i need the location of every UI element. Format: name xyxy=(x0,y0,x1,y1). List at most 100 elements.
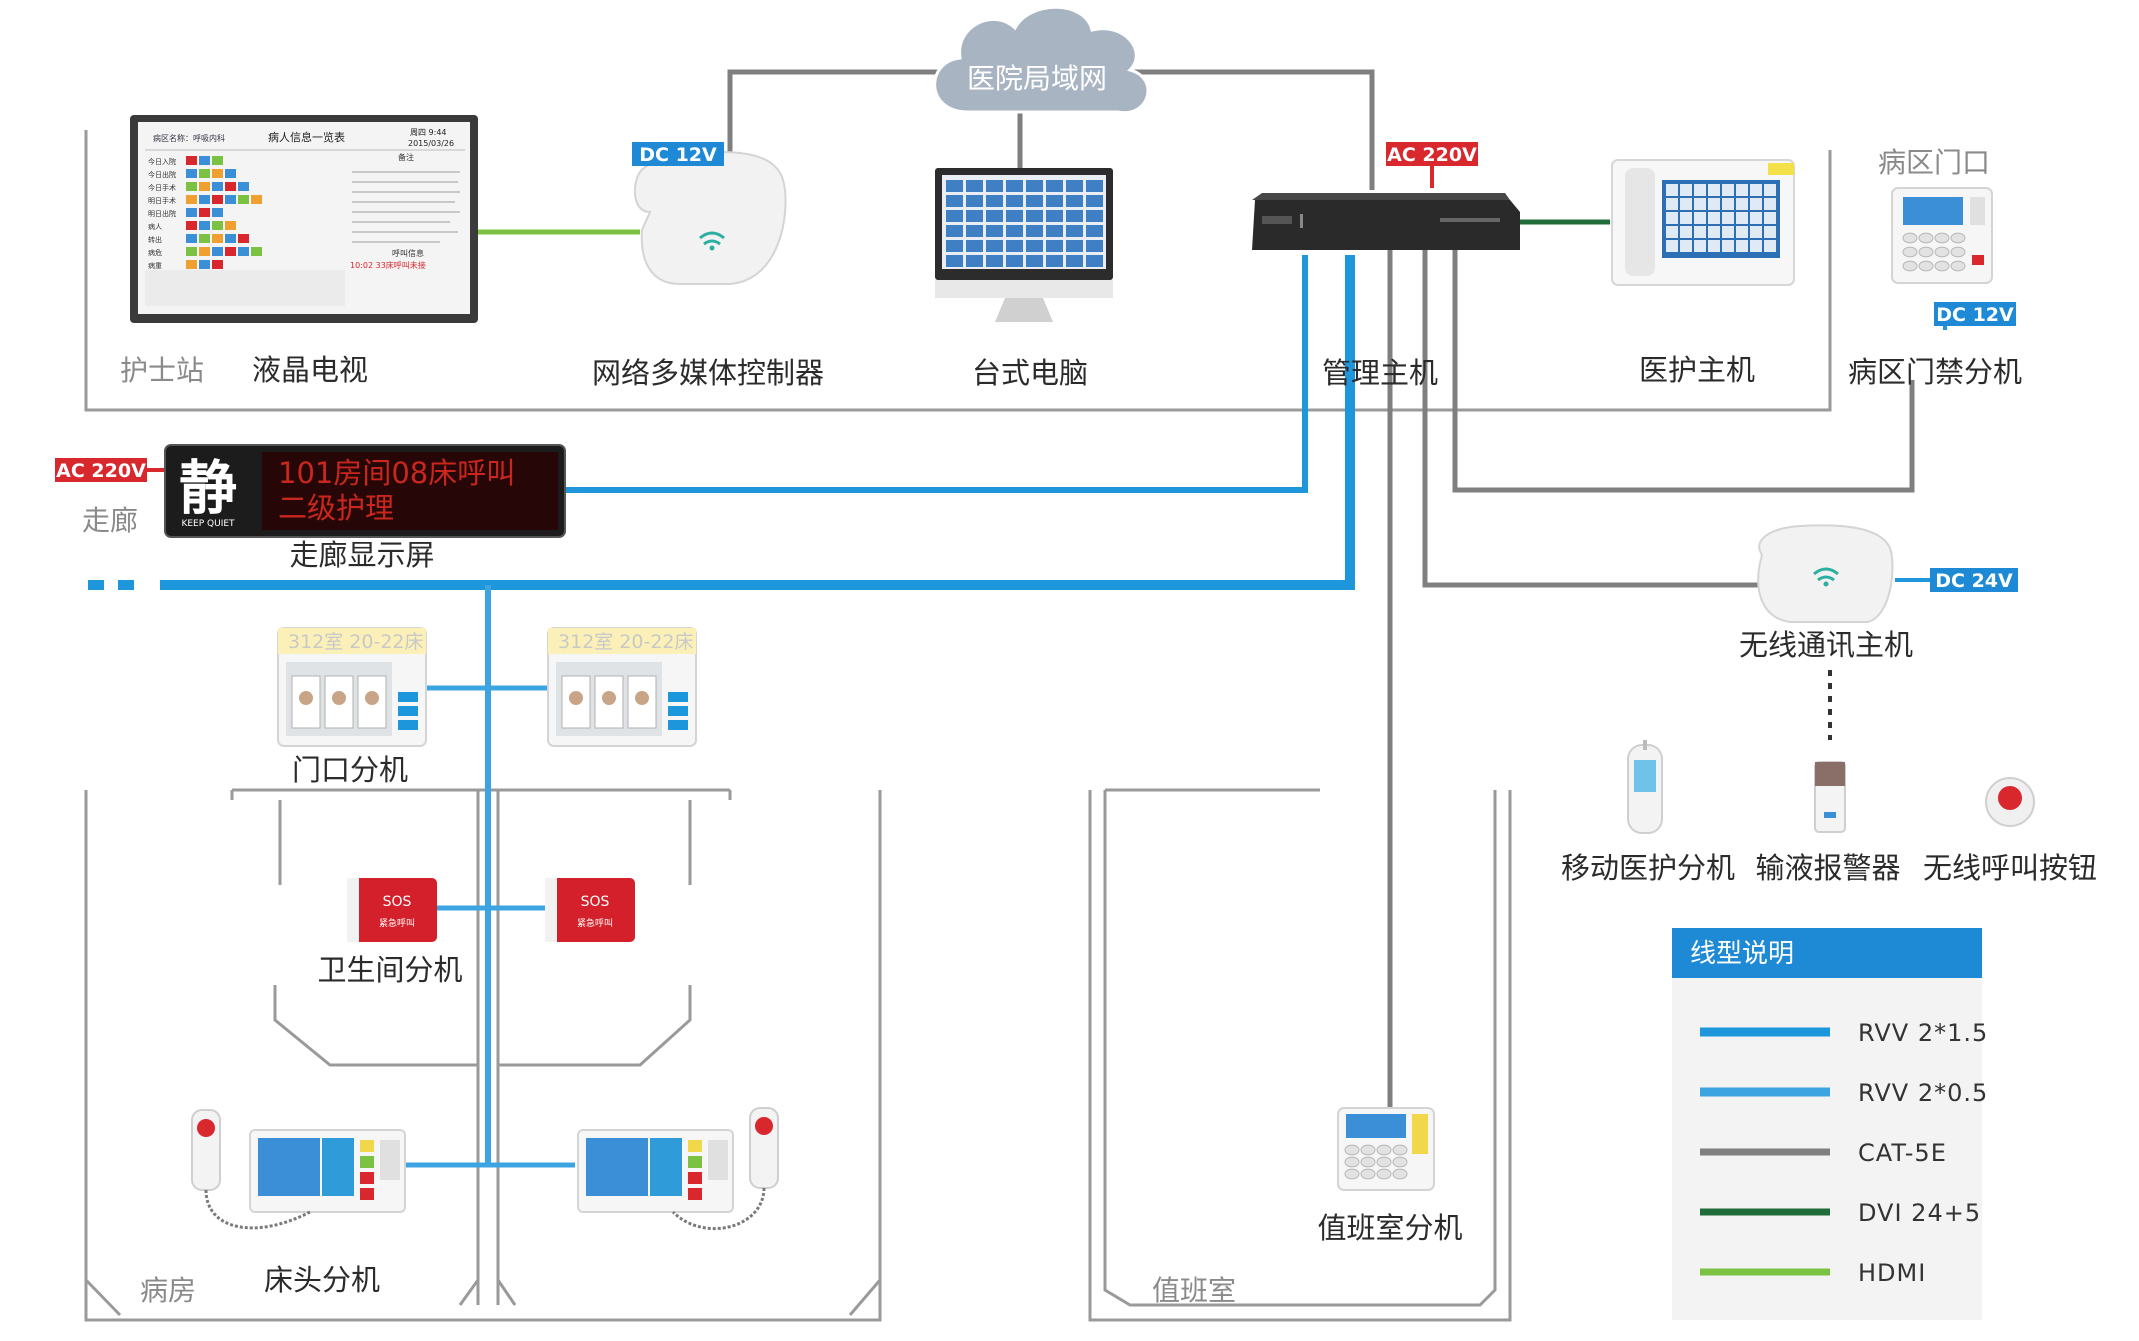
screen-cell xyxy=(1006,240,1023,252)
lcd-cell xyxy=(186,195,197,204)
screen-cell xyxy=(966,225,983,237)
lcd-cell xyxy=(199,182,210,191)
screen-cell xyxy=(1026,180,1043,192)
screen-cell xyxy=(1666,184,1678,196)
key xyxy=(1360,1168,1376,1180)
key xyxy=(1950,232,1966,244)
key xyxy=(1902,232,1918,244)
screen-cell xyxy=(1722,212,1734,224)
cable-display xyxy=(565,255,1308,493)
power-tag-wireless: DC 24V xyxy=(1930,568,2018,592)
lcd-cell xyxy=(238,182,249,191)
lcd-cell xyxy=(199,260,210,269)
label-management-host: 管理主机 xyxy=(1322,356,1438,390)
lcd-tv: 病区名称：呼吸内科 病人信息一览表 周四 9:44 2015/03/26 今日入… xyxy=(130,115,478,323)
key xyxy=(1934,246,1950,258)
screen-cell xyxy=(1066,210,1083,222)
label-mobile-handset: 移动医护分机 xyxy=(1561,851,1735,885)
lcd-cell xyxy=(251,195,262,204)
screen-cell xyxy=(1694,184,1706,196)
screen-cell xyxy=(1006,180,1023,192)
screen-cell xyxy=(1764,240,1776,252)
label-door-extension: 门口分机 xyxy=(292,753,408,787)
wireless-button xyxy=(1985,777,2035,827)
screen-cell xyxy=(1708,212,1720,224)
ward-wall-outer xyxy=(84,790,882,1322)
screen-cell xyxy=(946,240,963,252)
call-handle xyxy=(191,1109,311,1230)
sos-sub: 紧急呼叫 xyxy=(379,917,415,929)
label-wireless-button: 无线呼叫按钮 xyxy=(1923,851,2097,885)
screen-cell xyxy=(1066,255,1083,267)
screen-cell xyxy=(946,255,963,267)
label-bedside-extension: 床头分机 xyxy=(264,1263,380,1297)
lcd-date: 2015/03/26 xyxy=(408,139,454,148)
media-controller xyxy=(633,150,787,285)
lcd-cell xyxy=(199,156,210,165)
lcd-row-label: 今日手术 xyxy=(148,183,176,192)
lcd-row-label: 病危 xyxy=(148,248,162,257)
legend-title: 线型说明 xyxy=(1690,939,1794,969)
screen-cell xyxy=(1764,184,1776,196)
label-media-controller: 网络多媒体控制器 xyxy=(592,356,824,390)
pc-screen-grid xyxy=(946,180,1103,267)
legend-item-label: HDMI xyxy=(1858,1259,1926,1287)
label-infusion-alarm: 输液报警器 xyxy=(1755,851,1900,885)
lcd-row-label: 转出 xyxy=(148,235,162,244)
screen-cell xyxy=(1722,184,1734,196)
sos-label: SOS xyxy=(383,894,412,910)
screen-cell xyxy=(1046,225,1063,237)
label-desktop-pc: 台式电脑 xyxy=(972,356,1088,390)
lcd-cell xyxy=(225,221,236,230)
lcd-cell xyxy=(186,260,197,269)
nursing-host-screen-grid xyxy=(1666,184,1776,252)
power-tag-wireless-text: DC 24V xyxy=(1935,570,2013,592)
screen-cell xyxy=(1026,225,1043,237)
lcd-cell xyxy=(212,260,223,269)
lcd-rows: 今日入院今日出院今日手术明日手术明日出院病人转出病危病重特护 xyxy=(148,156,262,283)
call-handle xyxy=(671,1107,779,1231)
lcd-cell xyxy=(212,169,223,178)
cable-host-access xyxy=(1452,250,1915,493)
lcd-cell xyxy=(199,247,210,256)
quiet-en: KEEP QUIET xyxy=(181,519,235,529)
access-extension xyxy=(1891,187,1993,284)
screen-cell xyxy=(986,255,1003,267)
lcd-cell xyxy=(251,247,262,256)
lcd-cell xyxy=(186,156,197,165)
nursing-host xyxy=(1611,159,1795,286)
legend-item-label: CAT-5E xyxy=(1858,1139,1947,1167)
key xyxy=(1360,1144,1376,1156)
ward-floor-bevel xyxy=(84,1278,882,1317)
legend-item-label: RVV 2*0.5 xyxy=(1858,1079,1988,1107)
led-line2: 二级护理 xyxy=(278,491,394,525)
label-nursing-host: 医护主机 xyxy=(1639,353,1755,387)
key xyxy=(1344,1144,1360,1156)
key xyxy=(1950,260,1966,272)
ward-corridor-ledge xyxy=(230,788,732,800)
wifi-icon xyxy=(1813,567,1839,582)
legend-item-label: RVV 2*1.5 xyxy=(1858,1019,1988,1047)
lcd-call-info: 呼叫信息 xyxy=(392,248,424,258)
screen-cell xyxy=(1750,226,1762,238)
screen-cell xyxy=(966,180,983,192)
screen-cell xyxy=(1680,226,1692,238)
lcd-cell xyxy=(225,195,236,204)
screen-cell xyxy=(1086,240,1103,252)
hospital-lan-label: 医院局域网 xyxy=(967,62,1107,95)
lcd-cell xyxy=(186,247,197,256)
lcd-notes-title: 备注 xyxy=(398,152,414,162)
lcd-cell xyxy=(186,169,197,178)
screen-cell xyxy=(1750,240,1762,252)
cloud-icon xyxy=(933,5,1150,115)
key xyxy=(1918,260,1934,272)
power-tag-access-text: DC 12V xyxy=(1936,304,2014,326)
screen-cell xyxy=(966,255,983,267)
infusion-alarm xyxy=(1814,761,1846,833)
screen-cell xyxy=(1680,198,1692,210)
screen-cell xyxy=(1086,180,1103,192)
screen-cell xyxy=(1680,240,1692,252)
key xyxy=(1392,1144,1408,1156)
lcd-cell xyxy=(212,247,223,256)
